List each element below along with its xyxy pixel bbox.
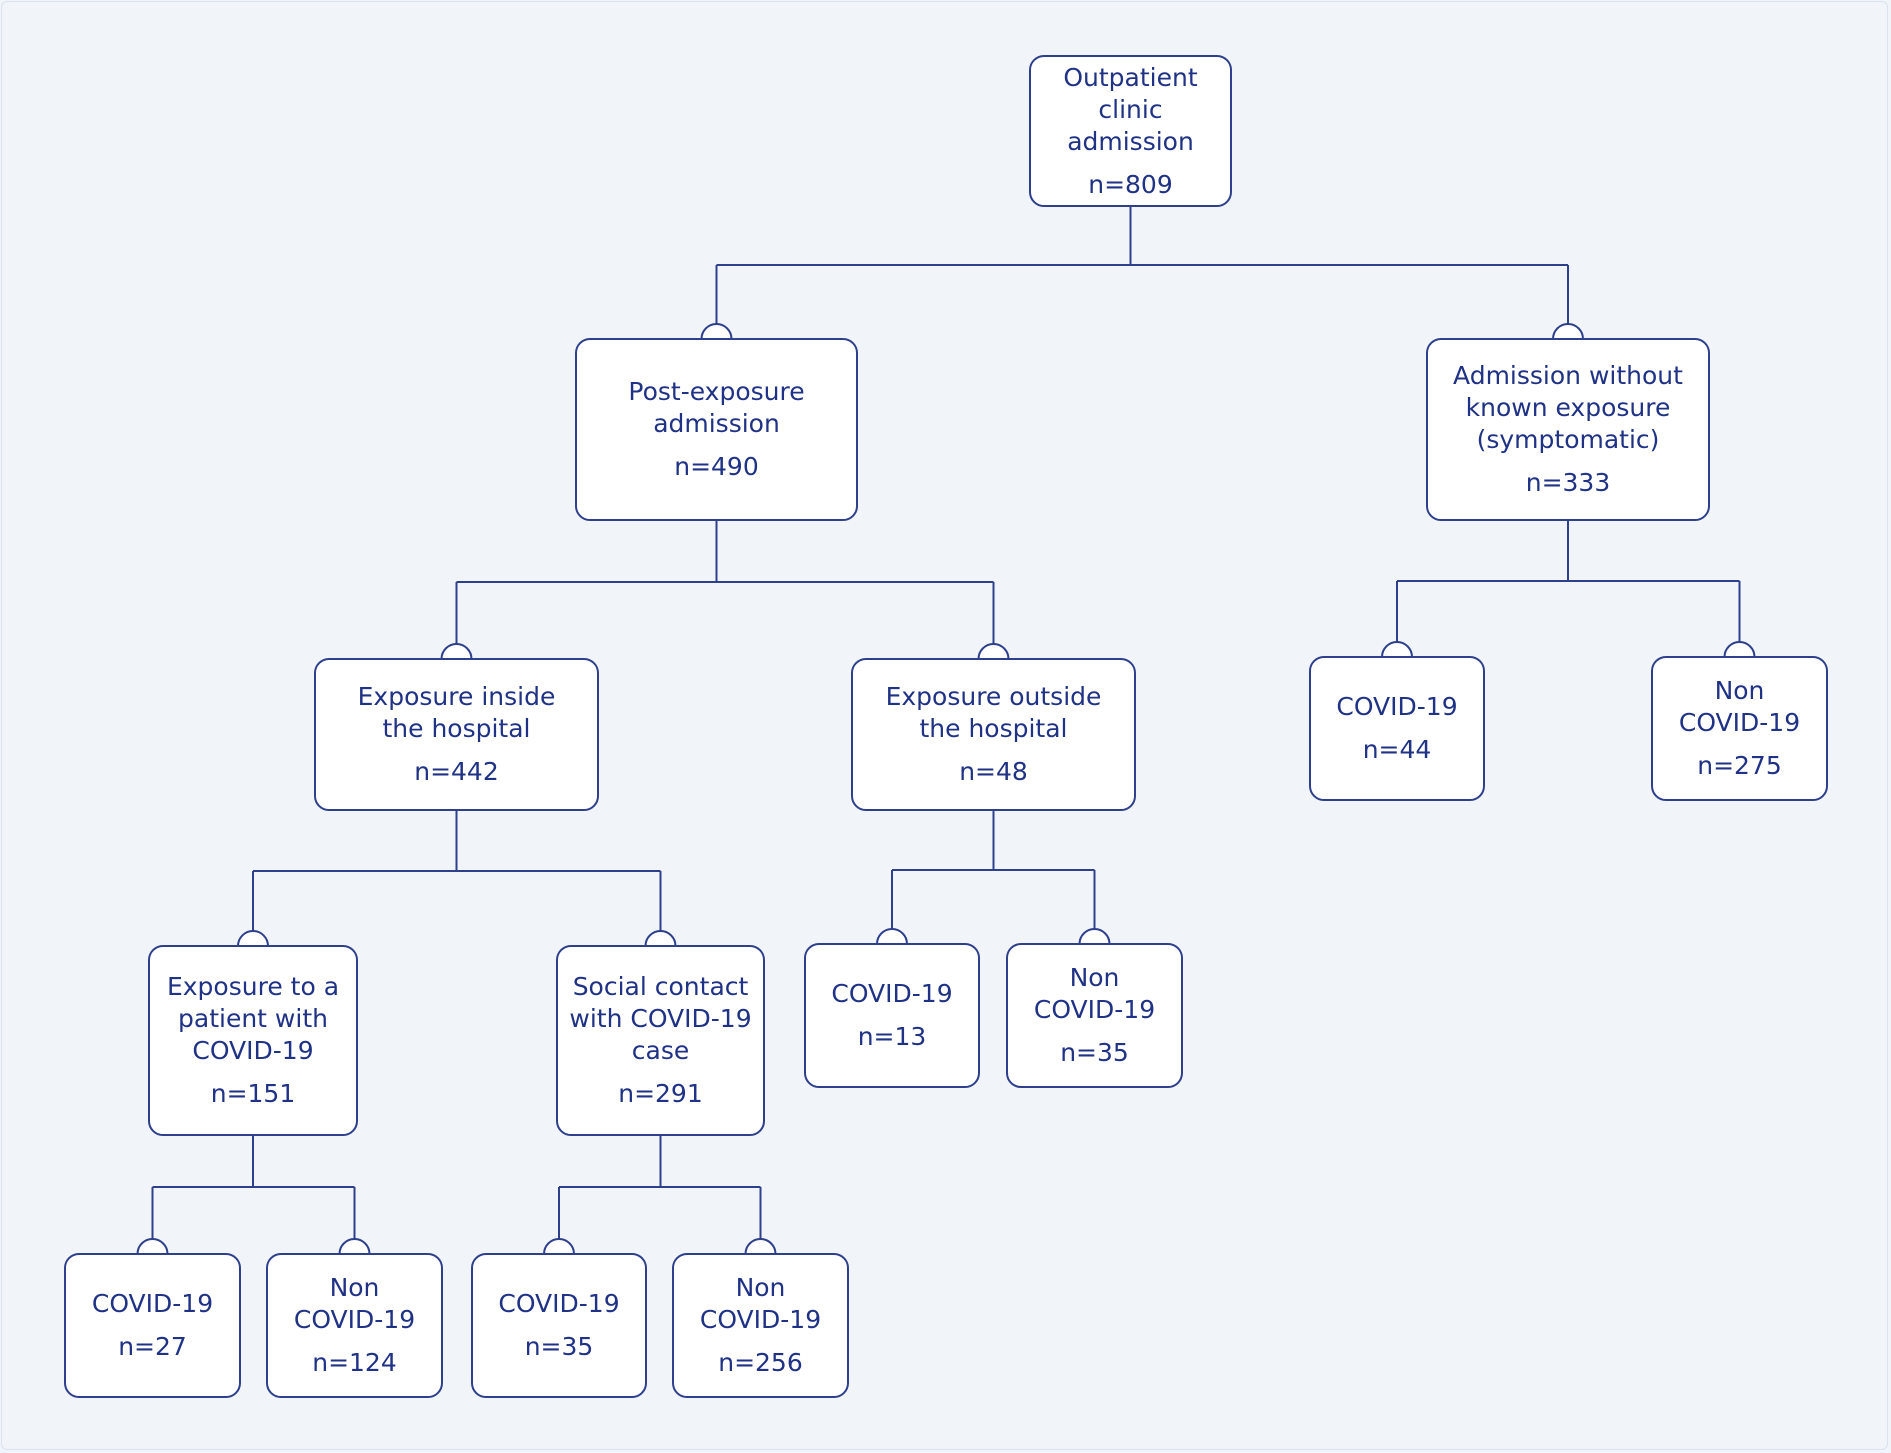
node-exposure-outside-hospital: Exposure outside the hospital n=48	[851, 658, 1136, 811]
connector-bump	[1380, 641, 1414, 658]
node-admission-without-exposure: Admission without known exposure (sympto…	[1426, 338, 1710, 521]
connector-bump	[136, 1238, 169, 1255]
node-label: COVID-19	[1336, 692, 1458, 721]
connector-bump	[338, 1238, 371, 1255]
node-count: n=44	[1362, 735, 1432, 764]
node-count: n=13	[857, 1022, 927, 1051]
node-count: n=333	[1525, 468, 1611, 497]
node-outpatient-admission: Outpatient clinic admission n=809	[1029, 55, 1232, 207]
node-label: Exposure inside the hospital	[357, 682, 556, 743]
node-count: n=35	[524, 1332, 594, 1361]
node-count: n=27	[118, 1332, 187, 1361]
connector-bump	[1078, 928, 1111, 945]
node-count: n=124	[312, 1348, 397, 1377]
node-social-covid19: COVID-19 n=35	[471, 1253, 647, 1398]
connector-bump	[1551, 323, 1585, 340]
connector-bump	[440, 643, 473, 660]
node-patient-non-covid19: Non COVID-19 n=124	[266, 1253, 443, 1398]
node-label: Non COVID-19	[1678, 676, 1801, 737]
node-label: COVID-19	[498, 1289, 620, 1318]
connector-bump	[542, 1238, 576, 1255]
node-social-non-covid19: Non COVID-19 n=256	[672, 1253, 849, 1398]
node-count: n=809	[1088, 169, 1173, 199]
node-nke-covid19: COVID-19 n=44	[1309, 656, 1485, 801]
node-label: COVID-19	[831, 979, 953, 1008]
node-label: Outpatient clinic admission	[1063, 62, 1198, 156]
connector-bump	[236, 930, 270, 947]
node-patient-covid19: COVID-19 n=27	[64, 1253, 241, 1398]
node-label: Exposure outside the hospital	[885, 682, 1102, 743]
connector-bump	[977, 643, 1010, 660]
node-label: COVID-19	[91, 1289, 214, 1318]
node-social-contact: Social contact with COVID-19 case n=291	[556, 945, 765, 1136]
connector-bump	[1723, 641, 1756, 658]
node-post-exposure: Post-exposure admission n=490	[575, 338, 858, 521]
connector-bump	[644, 930, 677, 947]
connector-bump	[875, 928, 909, 945]
node-count: n=256	[718, 1348, 803, 1377]
node-count: n=442	[414, 757, 499, 786]
node-count: n=490	[674, 452, 759, 481]
node-label: Non COVID-19	[699, 1273, 822, 1334]
node-exposure-inside-hospital: Exposure inside the hospital n=442	[314, 658, 599, 811]
node-count: n=151	[210, 1079, 296, 1108]
node-label: Non COVID-19	[293, 1273, 416, 1334]
node-label: Admission without known exposure (sympto…	[1453, 361, 1683, 454]
node-nke-non-covid19: Non COVID-19 n=275	[1651, 656, 1828, 801]
node-count: n=275	[1697, 751, 1782, 780]
node-label: Social contact with COVID-19 case	[569, 972, 752, 1065]
connector-bump	[744, 1238, 777, 1255]
node-label: Post-exposure admission	[628, 377, 805, 438]
node-outside-covid19: COVID-19 n=13	[804, 943, 980, 1088]
connector-bump	[700, 323, 733, 340]
node-exposure-to-patient: Exposure to a patient with COVID-19 n=15…	[148, 945, 358, 1136]
node-label: Exposure to a patient with COVID-19	[166, 972, 340, 1065]
node-count: n=291	[618, 1079, 703, 1108]
node-count: n=35	[1060, 1038, 1129, 1067]
node-outside-non-covid19: Non COVID-19 n=35	[1006, 943, 1183, 1088]
node-count: n=48	[959, 757, 1028, 786]
node-label: Non COVID-19	[1033, 963, 1156, 1024]
